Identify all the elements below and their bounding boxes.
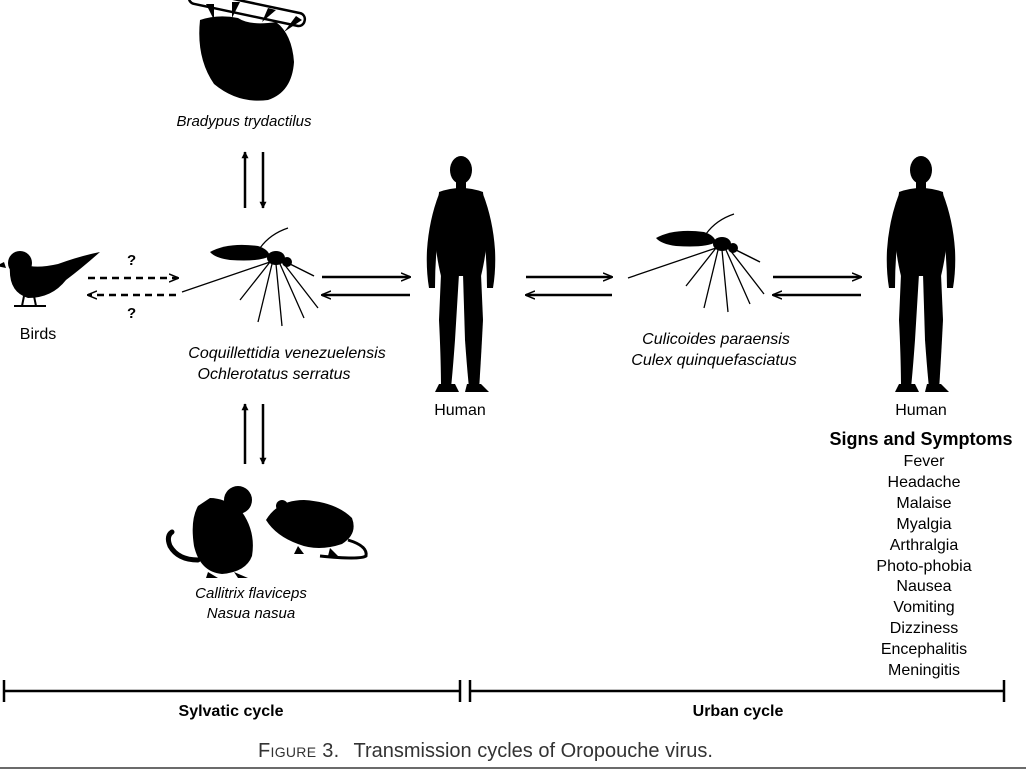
sloth-icon <box>187 0 307 101</box>
mosquito2-species-2: Culex quinquefasciatus <box>631 352 797 369</box>
monkey-icon <box>165 486 253 578</box>
sloth-label: Bradypus trydactilus <box>176 113 312 130</box>
symptom-item: Arthralgia <box>889 536 959 554</box>
bottom-rule <box>0 767 1026 769</box>
urban-cycle-label: Urban cycle <box>692 703 784 720</box>
symptom-item: Photo-phobia <box>876 557 972 575</box>
symptoms-title: Signs and Symptoms <box>829 429 1013 449</box>
human-icon-1 <box>426 156 496 392</box>
symptom-item: Headache <box>887 473 961 491</box>
mammals-species-2: Nasua nasua <box>206 605 296 622</box>
symptom-item: Nausea <box>896 578 952 596</box>
symptoms-list: Fever Headache Malaise Myalgia Arthralgi… <box>876 452 971 682</box>
symptom-item: Dizziness <box>889 620 959 638</box>
human2-label: Human <box>895 402 947 419</box>
bird-icon <box>0 251 100 307</box>
mosquito1-species-2: Ochlerotatus serratus <box>197 366 351 383</box>
arrow-birds-mosquito <box>88 278 178 295</box>
arrow-mosquito-mammals <box>241 403 267 465</box>
symptom-item: Vomiting <box>893 599 955 617</box>
sylvatic-cycle-label: Sylvatic cycle <box>178 703 284 720</box>
figure-caption-text: Transmission cycles of Oropouche virus. <box>353 740 713 762</box>
figure-caption: Figure 3. Transmission cycles of Oropouch… <box>258 740 713 763</box>
rat-icon <box>266 500 368 560</box>
birds-label: Birds <box>19 326 57 343</box>
mammals-species-1: Callitrix flaviceps <box>195 585 307 602</box>
question-mark-top: ? <box>127 252 137 269</box>
question-mark-bottom: ? <box>127 305 137 322</box>
arrow-sloth-mosquito <box>241 151 267 209</box>
mosquito2-species-1: Culicoides paraensis <box>642 331 790 348</box>
mosquito1-species-1: Coquillettidia venezuelensis <box>188 345 386 362</box>
figure-number: Figure 3. <box>258 740 340 762</box>
symptom-item: Myalgia <box>896 515 952 533</box>
symptom-item: Malaise <box>896 494 952 512</box>
symptom-item: Encephalitis <box>880 641 968 659</box>
arrow-human-mosquito-2 <box>526 277 612 295</box>
mosquito-icon-1 <box>181 227 319 327</box>
arrow-mosquito-human-1 <box>322 277 410 295</box>
human1-label: Human <box>434 402 486 419</box>
mosquito-icon-2 <box>627 213 765 313</box>
symptom-item: Fever <box>903 453 945 470</box>
arrow-mosquito-human-2 <box>773 277 861 295</box>
human-icon-2 <box>886 156 956 392</box>
symptom-item: Meningitis <box>887 662 961 680</box>
cycle-bracket <box>2 680 1006 702</box>
